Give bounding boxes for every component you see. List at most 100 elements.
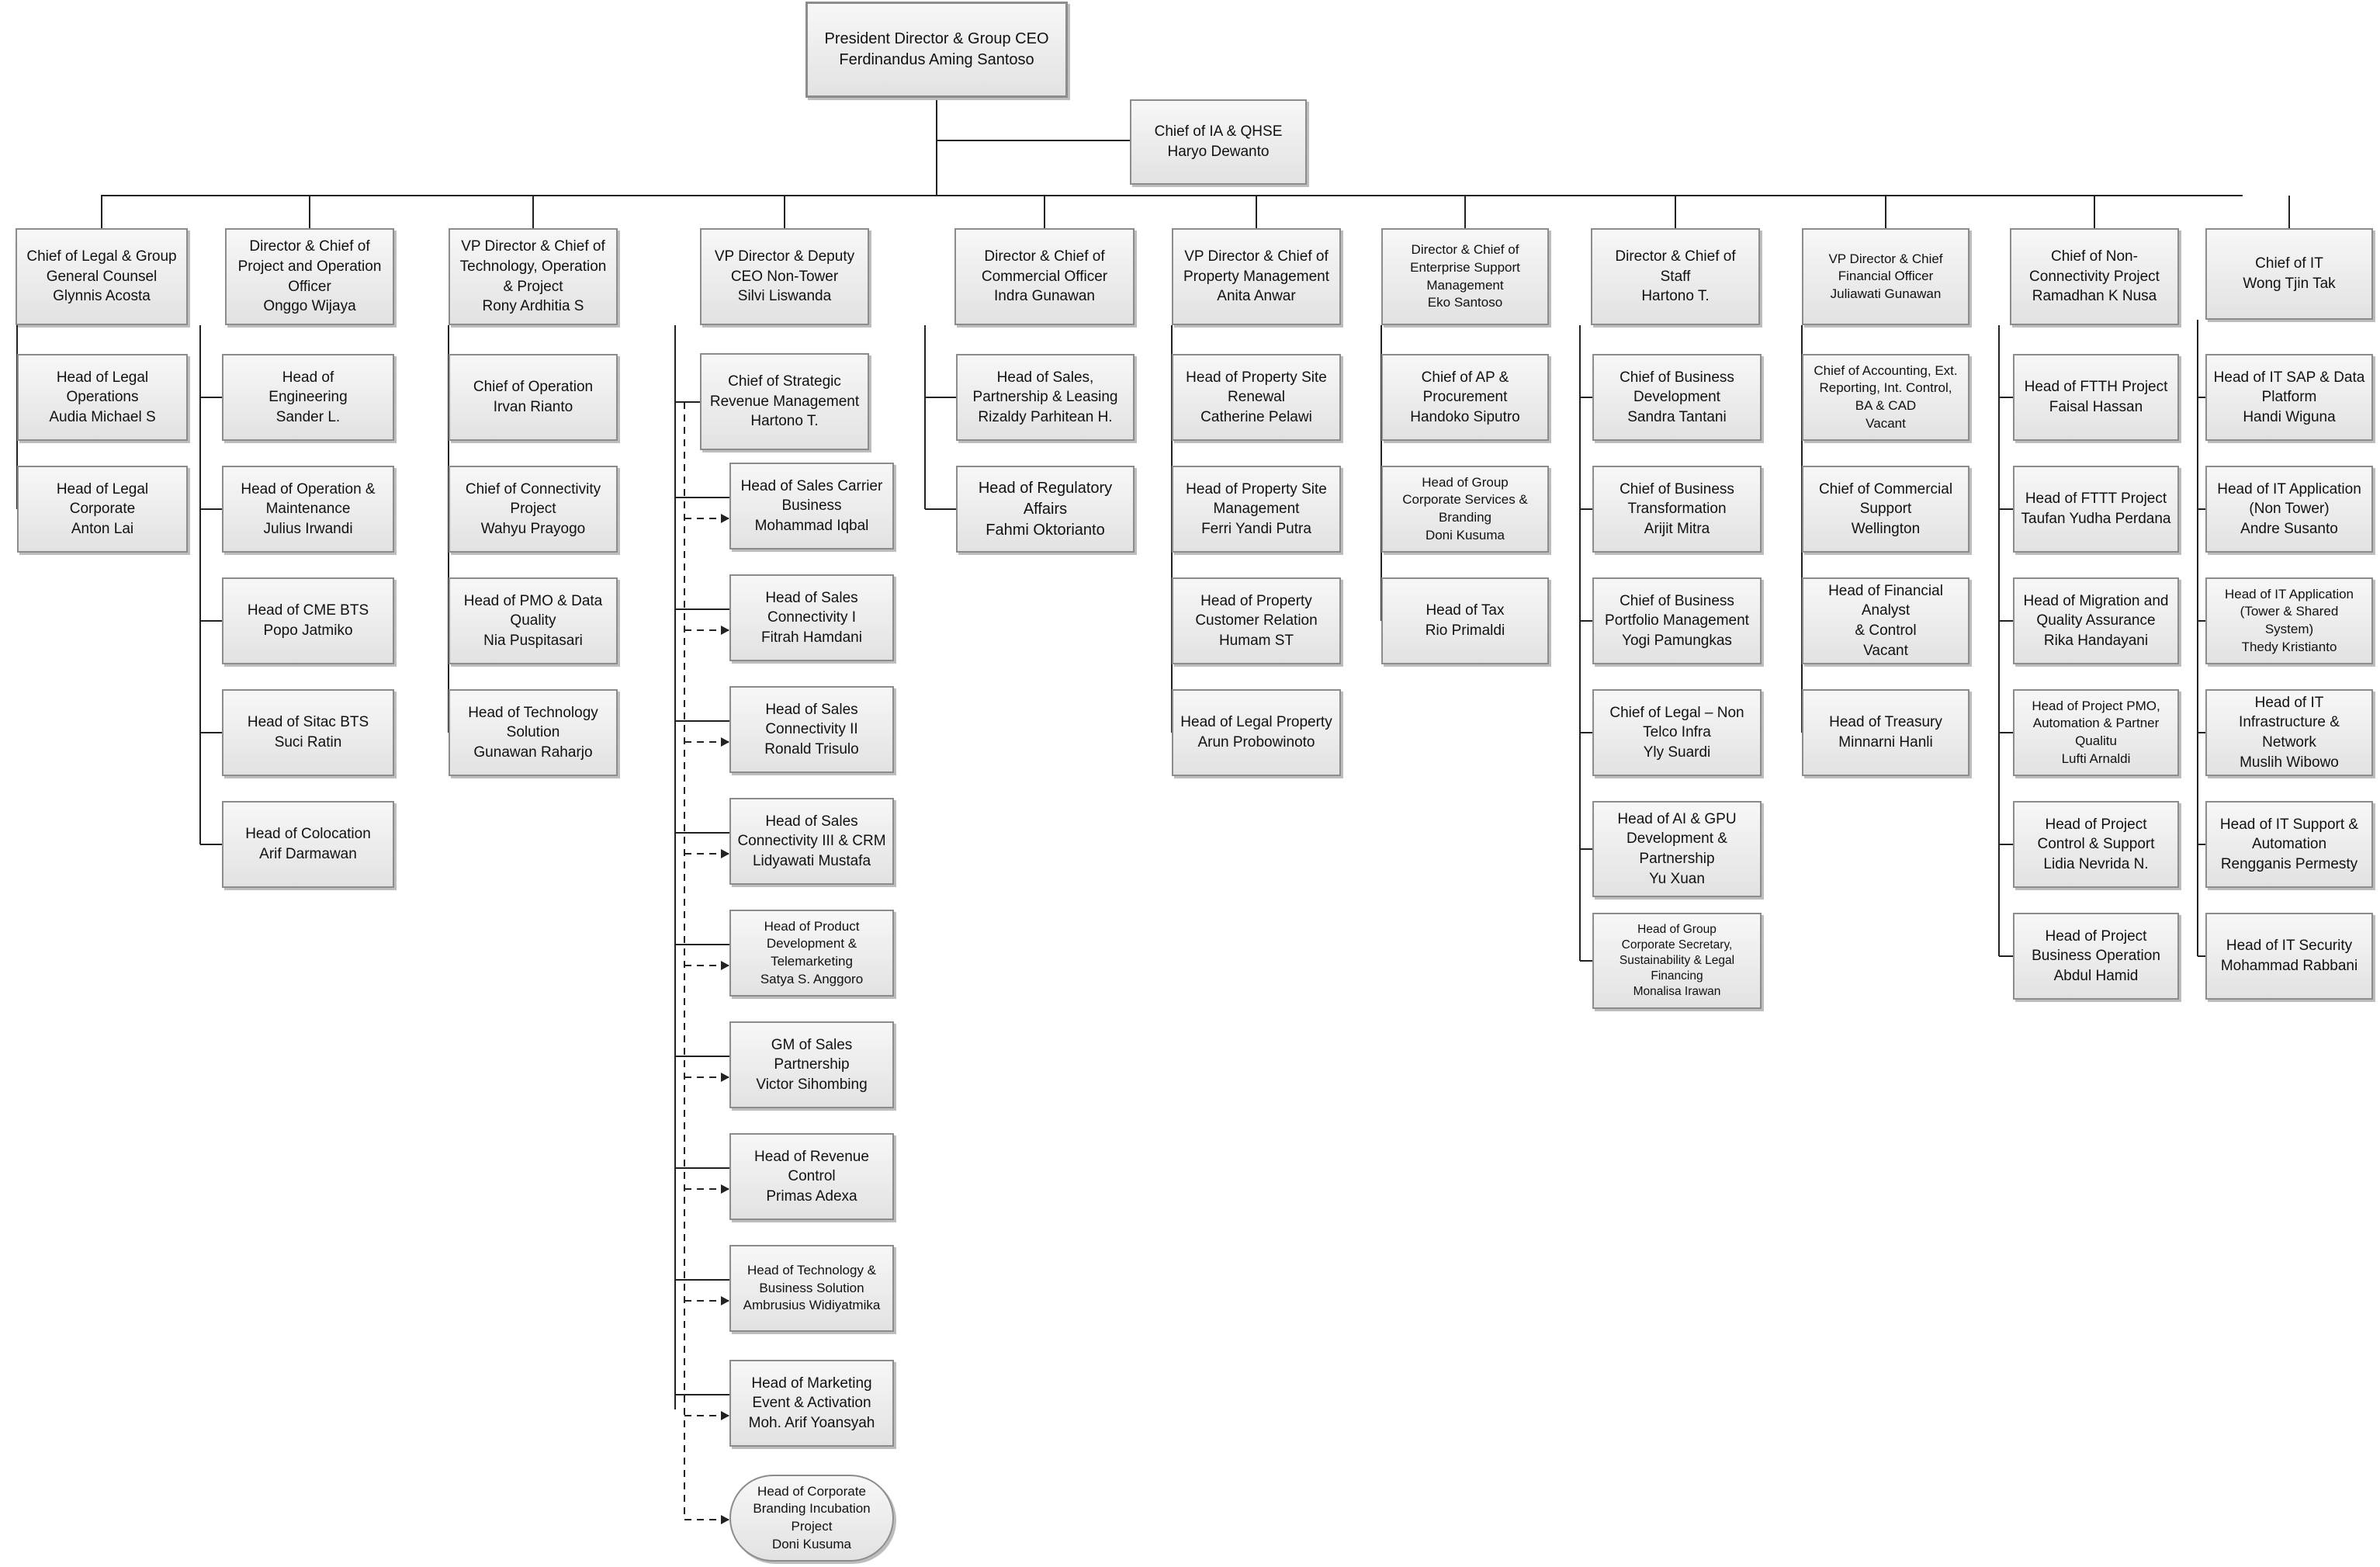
arrow-head <box>721 1515 729 1524</box>
column-4-head-name: Indra Gunawan <box>994 288 1095 305</box>
column-2-item-0-title: Chief of Operation <box>473 379 594 396</box>
arrow-head <box>721 626 729 635</box>
column-8-item-2-title: Head of Financial Analyst & Control <box>1828 582 1943 639</box>
column-0-head-title: Chief of Legal & Group General Counsel <box>26 248 177 285</box>
column-3-item-5-title: GM of Sales Partnership <box>771 1036 853 1073</box>
column-7-item-2-title: Chief of Business Portfolio Management <box>1605 592 1749 629</box>
column-9-item-3-name: Lufti Arnaldi <box>2061 751 2131 766</box>
column-6-item-2-name: Rio Primaldi <box>1425 622 1505 639</box>
column-10-item-4-name: Rengganis Permesty <box>2220 855 2358 872</box>
arrow-head <box>721 737 729 747</box>
column-7-head-name: Hartono T. <box>1641 288 1710 305</box>
column-9-item-3: Head of Project PMO, Automation & Partne… <box>2013 689 2179 776</box>
column-8-item-0-title: Chief of Accounting, Ext. Reporting, Int… <box>1814 362 1958 413</box>
column-6-head-title: Director & Chief of Enterprise Support M… <box>1410 242 1520 293</box>
column-10-head-title: Chief of IT <box>2255 255 2323 272</box>
column-1-item-3-name: Suci Ratin <box>274 734 342 751</box>
column-6-item-1-name: Doni Kusuma <box>1425 527 1505 543</box>
column-3-item-5-name: Victor Sihombing <box>756 1076 868 1093</box>
column-7-head-title: Director & Chief of Staff <box>1615 248 1736 285</box>
column-9-item-0-title: Head of FTTH Project <box>2024 379 2168 396</box>
column-4-item-0-name: Rizaldy Parhitean H. <box>978 408 1113 425</box>
column-5-item-0-title: Head of Property Site Renewal <box>1186 369 1327 406</box>
column-3-item-3-title: Head of Sales Connectivity III & CRM <box>737 813 886 850</box>
column-1-head-name: Onggo Wijaya <box>263 298 356 315</box>
column-3-item-3-name: Lidyawati Mustafa <box>752 852 871 869</box>
column-8-item-0: Chief of Accounting, Ext. Reporting, Int… <box>1802 354 1969 441</box>
column-10-item-0-title: Head of IT SAP & Data Platform <box>2213 369 2365 406</box>
column-3-item-6-title: Head of Revenue Control <box>754 1148 869 1185</box>
column-2-item-0-name: Irvan Rianto <box>493 399 573 415</box>
column-3-head-title: VP Director & Deputy CEO Non-Tower <box>714 248 855 285</box>
column-4-head-title: Director & Chief of Commercial Officer <box>981 248 1108 285</box>
column-10-item-1: Head of IT Application (Non Tower)Andre … <box>2205 466 2373 553</box>
column-0-item-1-name: Anton Lai <box>71 520 134 537</box>
column-2-head-name: Rony Ardhitia S <box>482 298 584 315</box>
column-8-item-1-title: Chief of Commercial Support <box>1818 480 1953 518</box>
column-4-item-0-title: Head of Sales, Partnership & Leasing <box>972 369 1118 406</box>
column-5-item-3-name: Arun Probowinoto <box>1197 734 1315 751</box>
column-8-item-1-name: Wellington <box>1851 520 1921 537</box>
column-3-head-name: Silvi Liswanda <box>737 288 832 305</box>
column-3-item-9-name: Doni Kusuma <box>771 1536 852 1551</box>
column-7-item-0-name: Sandra Tantani <box>1627 408 1727 425</box>
column-10-item-3-name: Muslih Wibowo <box>2240 754 2339 771</box>
column-5-item-1-name: Ferri Yandi Putra <box>1201 520 1311 537</box>
column-10-item-3-title: Head of IT Infrastructure & Network <box>2239 694 2340 751</box>
column-5-head-name: Anita Anwar <box>1217 288 1296 305</box>
arrow-head <box>721 849 729 858</box>
arrow-head <box>721 514 729 523</box>
column-3-item-3: Head of Sales Connectivity III & CRM Lidy… <box>729 798 894 885</box>
column-10-item-2-title: Head of IT Application (Tower & Shared S… <box>2224 586 2354 636</box>
arrow-head <box>721 1073 729 1082</box>
column-10-item-4-title: Head of IT Support & Automation <box>2219 816 2359 853</box>
column-1-head: Director & Chief of Project and Operatio… <box>225 228 394 325</box>
column-1-item-2-title: Head of CME BTS <box>247 602 369 619</box>
column-2-head-title: VP Director & Chief of Technology, Opera… <box>459 238 607 295</box>
column-3-item-4-name: Satya S. Anggoro <box>760 971 864 986</box>
column-9-item-1-title: Head of FTTT Project <box>2025 491 2167 508</box>
column-3-item-0-title: Head of Sales Carrier Business <box>740 477 883 515</box>
column-1-head-title: Director & Chief of Project and Operatio… <box>237 238 382 295</box>
column-10-item-1-name: Andre Susanto <box>2240 520 2338 537</box>
column-9-item-4-name: Lidia Nevrida N. <box>2043 855 2149 872</box>
column-6-item-0-title: Chief of AP & Procurement <box>1421 369 1509 406</box>
arrow-head <box>721 1296 729 1305</box>
column-3-item-2-name: Ronald Trisulo <box>764 740 859 757</box>
column-7-item-3-name: Yly Suardi <box>1643 744 1711 761</box>
column-5-head-title: VP Director & Chief of Property Manageme… <box>1183 248 1329 285</box>
ia-qhse-box-name: Haryo Dewanto <box>1167 144 1270 160</box>
column-1-item-0-name: Sander L. <box>275 408 341 425</box>
column-8-head-name: Juliawati Gunawan <box>1830 286 1942 301</box>
column-0-head-name: Glynnis Acosta <box>53 288 151 305</box>
column-6-item-2-title: Head of Tax <box>1426 602 1505 619</box>
column-7-item-4-title: Head of AI & GPU Development & Partnersh… <box>1617 810 1737 867</box>
column-7-item-1-title: Chief of Business Transformation <box>1620 480 1734 518</box>
column-1-item-4-title: Head of Colocation <box>245 826 371 843</box>
column-6-item-1-title: Head of Group Corporate Services & Brand… <box>1402 474 1528 525</box>
column-5-item-0-name: Catherine Pelawi <box>1200 408 1312 425</box>
column-5-item-1-title: Head of Property Site Management <box>1186 480 1327 518</box>
